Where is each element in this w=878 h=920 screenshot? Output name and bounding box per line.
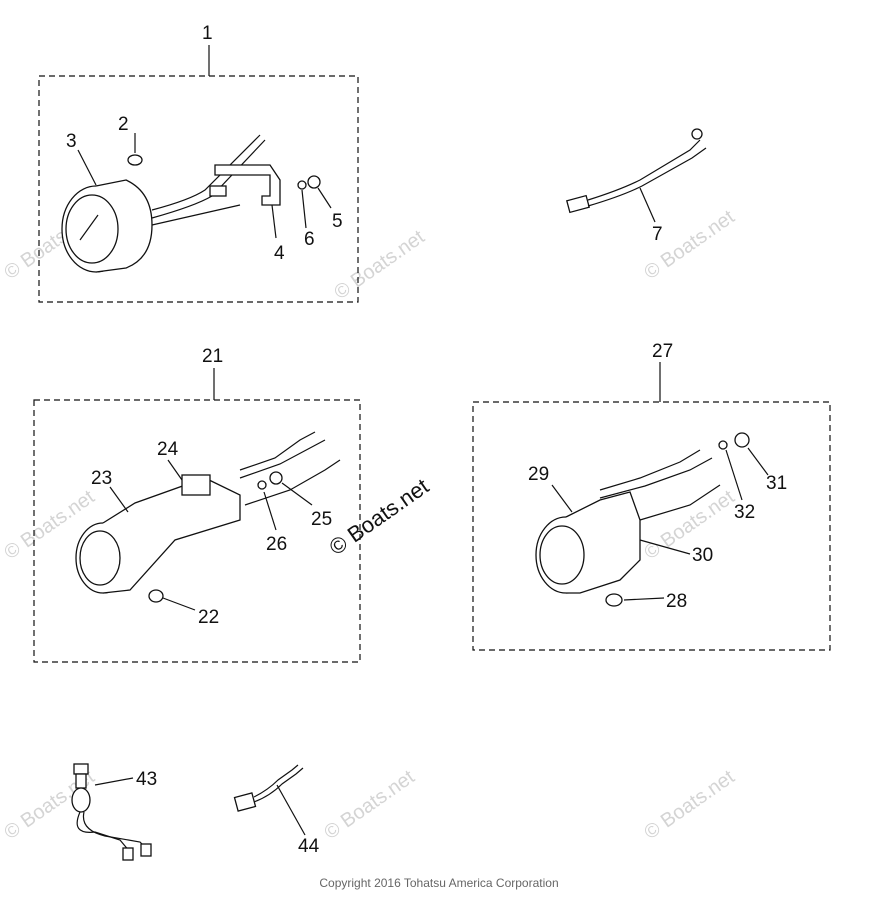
leader-30 (639, 539, 691, 555)
leader-23 (109, 486, 129, 513)
leader-44 (276, 784, 306, 836)
leader-43 (94, 777, 134, 786)
assembly-box-27 (472, 401, 831, 651)
gauge-assembly-27 (535, 432, 750, 607)
leader-26 (263, 491, 277, 531)
leader-25 (281, 482, 313, 506)
gauge-assembly-1 (61, 134, 321, 273)
callout-5: 5 (332, 211, 343, 232)
wire-harness-7 (565, 128, 707, 214)
leader-32 (725, 449, 743, 501)
leader-3 (77, 149, 97, 186)
callout-30: 30 (692, 545, 713, 566)
callout-32: 32 (734, 502, 755, 523)
leader-29 (551, 484, 573, 513)
callout-25: 25 (311, 509, 332, 530)
copyright-text: Copyright 2016 Tohatsu America Corporati… (319, 876, 558, 890)
callout-1: 1 (202, 23, 213, 44)
callout-26: 26 (266, 534, 287, 555)
callouts: 1 2 3 4 5 6 7 21 22 23 24 25 26 27 28 29… (66, 23, 787, 857)
callout-21: 21 (202, 346, 223, 367)
callout-3: 3 (66, 131, 77, 152)
gauge-assembly-21 (75, 431, 341, 603)
callout-2: 2 (118, 114, 129, 135)
watermark: © Boats.net (320, 766, 419, 844)
leader-22 (162, 597, 196, 611)
callout-4: 4 (274, 243, 285, 264)
assembly-box-1 (38, 75, 359, 303)
callout-43: 43 (136, 769, 157, 790)
watermark-center: © Boats.net (325, 473, 434, 560)
leader-7 (639, 187, 656, 223)
callout-23: 23 (91, 468, 112, 489)
leader-28 (623, 597, 665, 601)
assembly-box-21 (33, 399, 361, 663)
switch-harness-43 (71, 763, 152, 861)
callout-24: 24 (157, 439, 179, 460)
callout-29: 29 (528, 464, 549, 485)
leader-4 (271, 204, 277, 239)
lamp-harness-44 (233, 764, 304, 812)
callout-44: 44 (298, 836, 320, 857)
callout-27: 27 (652, 341, 673, 362)
leader-24 (167, 459, 183, 481)
callout-28: 28 (666, 591, 687, 612)
watermark: © Boats.net (330, 226, 429, 304)
leader-31 (747, 447, 769, 476)
leader-5 (317, 187, 332, 209)
watermark: © Boats.net (640, 766, 739, 844)
callout-22: 22 (198, 607, 219, 628)
callout-31: 31 (766, 473, 787, 494)
leader-6 (301, 189, 307, 229)
callout-7: 7 (652, 224, 663, 245)
watermark: © Boats.net (640, 486, 739, 564)
callout-6: 6 (304, 229, 315, 250)
